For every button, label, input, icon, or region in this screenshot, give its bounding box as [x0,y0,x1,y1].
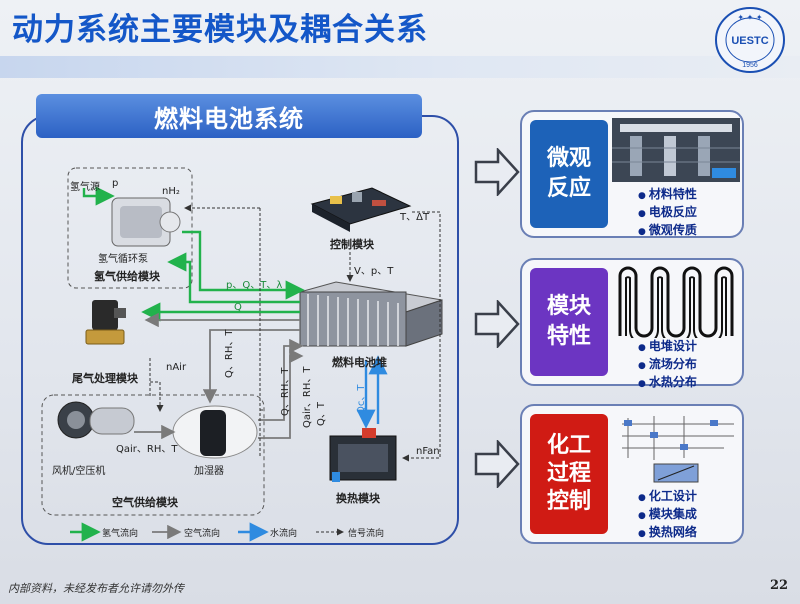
bullet-item: 化工设计 [638,488,697,506]
label-qair-rh-t-1: Qair、RH、T [116,444,178,455]
bullet-item: 模块集成 [638,506,697,524]
label-stack: 燃料电池堆 [332,356,387,369]
humidifier-device [172,405,258,459]
label-q-rh-t-2: Q、RH、T [280,367,291,416]
bullet-item: 电极反应 [638,204,697,222]
arrow-right-icon-3 [474,440,520,488]
logo-text: UESTC [731,35,768,47]
card-chemical-process-control-bullets: 化工设计 模块集成 换热网络 [638,488,697,542]
tag-line: 特性 [546,324,591,349]
legend-h2: 氢气流向 [102,529,139,539]
tag-line: 模块 [546,294,591,319]
hydrogen-module-frame [67,167,193,289]
label-v-p-t: V、p、T [354,266,394,277]
bullet-item: 换热网络 [638,524,697,542]
svg-text:✦ ✦ ✦: ✦ ✦ ✦ [737,13,762,22]
footer-disclaimer: 内部资料，未经发布者允许请勿外传 [8,582,184,595]
label-q: Q [234,302,242,313]
label-qair-rh-t-2: Qair、RH、T [302,366,313,428]
bullet-item: 流场分布 [638,356,697,374]
label-qc-t: Qc、T [356,384,367,414]
control-module-device [310,187,412,232]
heat-exchanger-device [329,428,397,482]
card-module-characteristics: 模块 特性 电堆设计 流场分布 水热分布 [520,258,744,389]
label-nair: nAir [166,362,187,373]
label-nh2: nH₂ [162,186,180,197]
label-control-module: 控制模块 [330,238,374,251]
bullet-item: 材料特性 [638,186,697,204]
card-chemical-process-control-tag: 化工 过程 控制 [530,414,608,534]
logo-year: 1956 [742,62,758,69]
label-humidifier: 加湿器 [194,466,224,477]
label-heat-module: 换热模块 [336,492,380,505]
label-p: p [112,178,119,189]
exhaust-valve-device [85,300,126,345]
micro-reaction-image [612,118,740,182]
arrow-right-icon-2 [474,300,520,348]
hydrogen-pump-device [111,197,181,247]
label-h2-pump: 氢气循环泵 [98,254,148,265]
tag-line: 过程 [546,461,591,486]
compressor-device [57,401,135,439]
fuel-cell-stack-device [299,281,443,347]
fuel-cell-system-title: 燃料电池系统 [36,94,422,138]
tag-line: 微观 [546,146,591,171]
title-underline-bar [0,56,800,78]
card-micro-reaction-tag: 微观 反应 [530,120,608,228]
tag-line: 反应 [546,176,591,201]
bullet-item: 电堆设计 [638,338,697,356]
card-module-characteristics-tag: 模块 特性 [530,268,608,376]
label-exhaust-module: 尾气处理模块 [72,372,138,385]
card-micro-reaction: 微观 反应 材料特性 电极反应 微观传质 [520,110,744,238]
label-q-t: Q、T [316,402,327,426]
label-h2-source: 氢气源 [70,182,100,193]
card-micro-reaction-bullets: 材料特性 电极反应 微观传质 [638,186,697,240]
label-t-dt: T、ΔT [400,212,430,223]
tag-line: 控制 [546,489,591,514]
label-q-rh-t-1: Q、RH、T [224,329,235,378]
legend-water: 水流向 [270,529,298,539]
legend-air: 空气流向 [184,529,221,539]
university-logo: UESTC 1956 ✦ ✦ ✦ [715,7,785,73]
process-network-image [622,416,734,483]
label-nfan: nFan [416,446,440,457]
card-module-characteristics-bullets: 电堆设计 流场分布 水热分布 [638,338,697,392]
label-h2-module: 氢气供给模块 [94,270,160,283]
arrow-right-icon-1 [474,148,520,196]
tag-line: 化工 [546,433,591,458]
page-number: 22 [770,578,789,593]
legend-signal: 信号流向 [348,529,385,539]
air-module-frame [41,394,265,516]
bullet-item: 微观传质 [638,222,697,240]
slide-title: 动力系统主要模块及耦合关系 [12,12,428,48]
card-chemical-process-control: 化工 过程 控制 化工设计 模块集成 换热网络 [520,404,744,544]
label-p-q-t-lambda: p、Q、T、λ [226,280,283,291]
bullet-item: 水热分布 [638,374,697,392]
label-air-module: 空气供给模块 [112,496,178,509]
label-fan: 风机/空压机 [52,466,106,477]
serpentine-flowfield-image [618,266,734,338]
